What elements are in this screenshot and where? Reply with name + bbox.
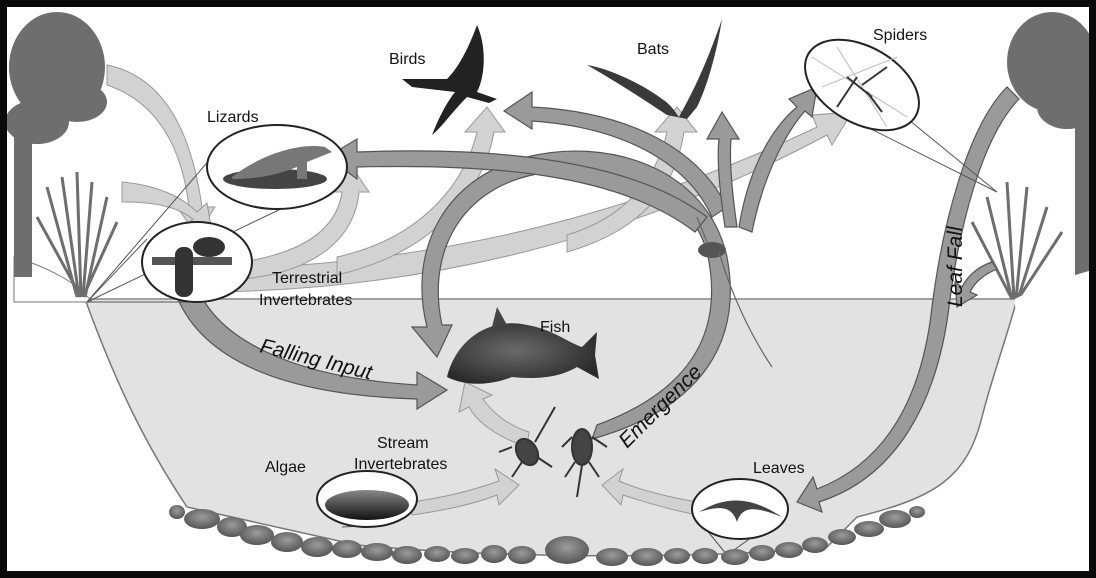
beetle-icon [193, 237, 225, 257]
mayfly-icon [696, 216, 773, 368]
dark-arrows [176, 86, 1020, 514]
left-shrub-icon [35, 171, 119, 298]
emergence-to-birds-arrow [502, 90, 728, 218]
fish-label: Fish [540, 319, 570, 336]
spiders-callout [804, 38, 920, 132]
left-tree-icon [7, 12, 107, 277]
leaves-to-stream-inv-arrow [601, 467, 698, 516]
terrestrial-invertebrates-label-2: Invertebrates [259, 292, 352, 309]
diagram-canvas: Falling Input Emergence Leaf Fall [7, 12, 1089, 566]
bird-icon [402, 25, 497, 135]
emergence-to-bats-arrow [705, 110, 741, 228]
caterpillar-icon [175, 247, 193, 297]
terrestrial-to-spiders-arrow [216, 111, 853, 293]
leaf-icon [699, 500, 782, 522]
leaves-label: Leaves [753, 460, 805, 477]
right-bank [1015, 270, 1089, 307]
fish-icon [447, 307, 599, 384]
terrestrial-invertebrates-callout [141, 221, 253, 303]
bat-icon [587, 19, 722, 119]
lizards-label: Lizards [207, 109, 259, 126]
lizard-body-icon [232, 146, 332, 179]
streambed-stones [169, 505, 925, 566]
algae-label: Algae [265, 459, 306, 476]
stream-invertebrates-label-1: Stream [377, 435, 429, 452]
algae-to-stream-inv-arrow [411, 467, 520, 516]
emergence-loop-arrow [410, 150, 731, 440]
stream-invertebrates-label-2: Invertebrates [354, 456, 447, 473]
emergence-to-spiders-arrow [738, 86, 818, 233]
algae-callout [316, 470, 418, 528]
spiders-label: Spiders [873, 27, 927, 44]
stream-invertebrate-icon [498, 406, 608, 498]
lizards-callout [206, 124, 348, 210]
shrub-to-leaf-fall-arrow [954, 261, 998, 309]
right-shrub-icon [970, 181, 1064, 300]
bats-label: Bats [637, 41, 669, 58]
leaf-fall-label: Leaf Fall [944, 225, 967, 307]
leaves-callout [691, 478, 789, 540]
algae-icon [325, 490, 409, 520]
birds-label: Birds [389, 51, 425, 68]
terrestrial-invertebrates-label-1: Terrestrial [272, 270, 342, 287]
terrestrial-to-birds-arrow [336, 106, 506, 276]
tree-to-terrestrial-arrow [106, 64, 216, 236]
spider-icon [836, 66, 888, 113]
falling-input-arrow [176, 286, 449, 411]
right-tree-icon [1007, 12, 1089, 287]
leaf-fall-arrow [796, 86, 1020, 514]
